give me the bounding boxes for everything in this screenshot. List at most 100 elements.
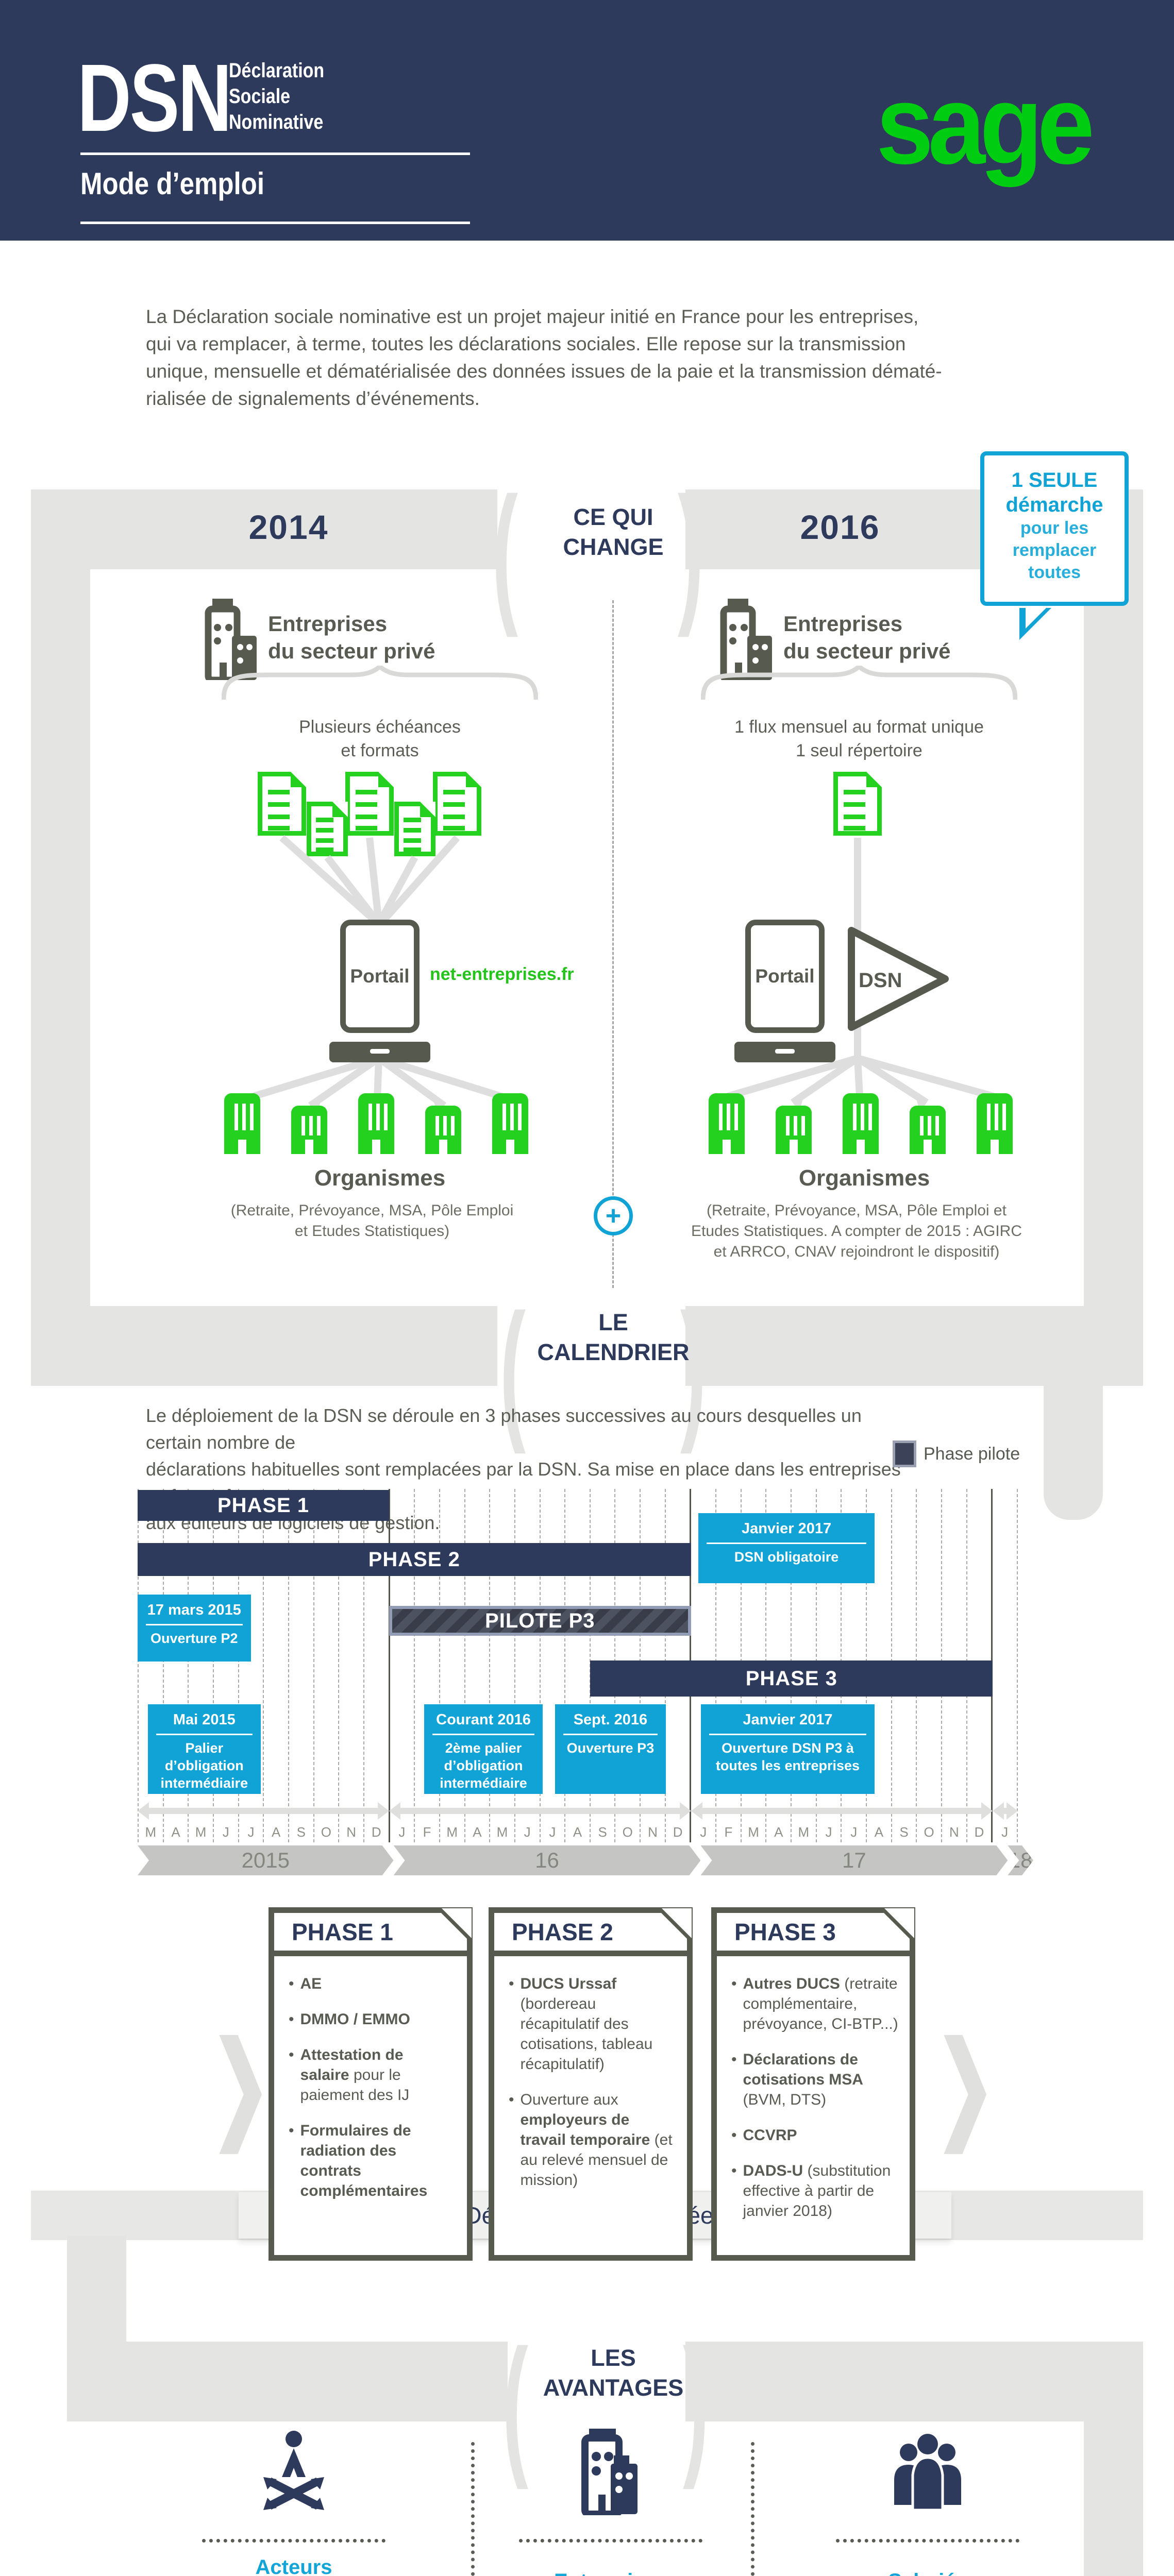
portal-label: Portail	[755, 965, 815, 987]
phase-box-title: PHASE 3	[717, 1913, 910, 1956]
month-letter: M	[446, 1824, 458, 1840]
year-chevron: 17	[700, 1845, 1008, 1875]
bubble-line: pour les	[1020, 518, 1089, 538]
legend-swatch	[893, 1440, 916, 1467]
phase2-box: PHASE 2 •DUCS Urssaf (bordereau récapitu…	[489, 1907, 693, 2261]
month-letter: O	[321, 1824, 332, 1840]
callout-label: Ouverture P3	[566, 1740, 655, 1756]
document-icon	[258, 772, 306, 836]
year-label: 16	[535, 1848, 559, 1872]
road-strip-right	[1084, 519, 1143, 1386]
section-title-line: LE	[598, 1309, 628, 1335]
entity-line: Entreprises	[268, 612, 388, 636]
section-title-calendrier: LE CALENDRIER	[510, 1308, 716, 1367]
phase-item: •CCVRP	[731, 2127, 797, 2144]
month-letter: M	[798, 1824, 810, 1840]
laptop-base	[734, 1042, 835, 1062]
month-letter: A	[271, 1824, 281, 1840]
phase-item: •Autres DUCS (retraite complémentaire, p…	[731, 1975, 898, 2032]
calendar-paragraph: Le déploiement de la DSN se déroule en 3…	[146, 1402, 919, 1536]
year-chevron: 16	[394, 1845, 701, 1875]
month-letter: M	[195, 1824, 207, 1840]
building-organisme-icon	[910, 1106, 946, 1154]
month-letter: D	[974, 1824, 984, 1840]
phase-box-title: PHASE 1	[274, 1913, 467, 1956]
gantt-month-cell: J	[388, 1489, 414, 1842]
flow-line: 1 seul répertoire	[796, 741, 923, 760]
organismes-label-left: Organismes	[314, 1165, 446, 1191]
bubble-line: 1 SEULE	[1011, 469, 1098, 492]
gantt-callout: Sept. 2016 Ouverture P3	[555, 1704, 666, 1794]
month-letter: A	[171, 1824, 180, 1840]
callout-separator	[707, 1543, 866, 1544]
dotted-rule	[836, 2539, 1019, 2543]
intro-line: rialisée de signalements d’événements.	[146, 388, 480, 409]
building-organisme-icon	[358, 1093, 394, 1154]
legend-label: Phase pilote	[924, 1444, 1020, 1464]
year-arrow-icon	[138, 1802, 389, 1820]
gantt-callout: Courant 2016 2ème palier d’obligation in…	[424, 1704, 543, 1794]
gantt-callout: Mai 2015 Palier d’obligation intermédiai…	[147, 1704, 261, 1794]
section-title-line: CE QUI	[573, 504, 653, 530]
dotted-rule	[202, 2539, 385, 2543]
column-title-entreprises: Entreprises	[497, 2568, 724, 2576]
organismes-label-right: Organismes	[798, 1165, 930, 1191]
year-2016-label: 2016	[800, 508, 880, 546]
month-letter: M	[748, 1824, 759, 1840]
laptop-icon: Portail	[340, 920, 420, 1033]
road-parenthesis-icon: (	[492, 465, 518, 638]
org-detail-line: (Retraite, Prévoyance, MSA, Pôle Emploi	[230, 1202, 514, 1219]
callout-separator	[709, 1734, 866, 1735]
phase1-box: PHASE 1 •AE •DMMO / EMMO •Attestation de…	[269, 1907, 473, 2261]
month-letter: J	[825, 1824, 832, 1840]
section-title-line: AVANTAGES	[543, 2375, 684, 2401]
dsn-logo: DSN	[77, 45, 232, 151]
intro-line: La Déclaration sociale nominative est un…	[146, 306, 919, 327]
callout-separator	[563, 1734, 658, 1735]
header-divider	[80, 222, 470, 224]
avantages-divider	[471, 2442, 475, 2576]
intro-paragraph: La Déclaration sociale nominative est un…	[146, 303, 1063, 412]
gantt-callout: Janvier 2017 Ouverture DSN P3 à toutes l…	[701, 1704, 875, 1794]
gantt-month-cell: O	[313, 1489, 339, 1842]
callout-separator	[156, 1734, 253, 1735]
month-letter: J	[222, 1824, 229, 1840]
plus-icon: +	[594, 1196, 633, 1235]
month-letter: A	[874, 1824, 884, 1840]
entity-label-right: Entreprises du secteur privé	[783, 610, 950, 665]
month-letter: A	[774, 1824, 783, 1840]
header-divider	[80, 152, 470, 155]
folded-corner-icon	[656, 1907, 693, 1944]
callout-date: Sept. 2016	[573, 1711, 648, 1728]
gantt-month-cell: J	[991, 1489, 1017, 1842]
folded-corner-icon	[878, 1907, 915, 1944]
callout-date: 17 mars 2015	[147, 1602, 241, 1618]
avantages-divider	[751, 2442, 754, 2576]
institution-icon	[242, 2428, 345, 2515]
callout-date: Janvier 2017	[743, 1711, 833, 1728]
phase1-items: •AE •DMMO / EMMO •Attestation de salaire…	[274, 1956, 467, 2201]
road-parenthesis-icon: (	[499, 1281, 526, 1454]
gantt-month-cell: M	[138, 1489, 163, 1842]
entity-label-left: Entreprises du secteur privé	[268, 610, 435, 665]
building-organisme-icon	[492, 1093, 528, 1154]
month-letter: F	[423, 1824, 431, 1840]
phase-item: •DMMO / EMMO	[289, 2011, 410, 2028]
month-letter: S	[598, 1824, 607, 1840]
phase-item: •Ouverture aux employeurs de travail tem…	[509, 2091, 673, 2189]
gantt-bar-phase3: PHASE 3	[590, 1660, 993, 1697]
phase-item: •Formulaires de radiation des contrats c…	[289, 2122, 428, 2199]
gantt-bar-phase1: PHASE 1	[138, 1490, 389, 1521]
month-letter: M	[496, 1824, 508, 1840]
month-letter: S	[899, 1824, 909, 1840]
gantt-month-cell: M	[489, 1489, 514, 1842]
company-icon	[559, 2428, 662, 2515]
road-parenthesis-icon: (	[502, 2317, 528, 2490]
gantt-month-cell: A	[162, 1489, 188, 1842]
flow-label-right: 1 flux mensuel au format unique 1 seul r…	[694, 715, 1024, 762]
phase3-box: PHASE 3 •Autres DUCS (retraite complémen…	[711, 1907, 915, 2261]
month-letter: J	[524, 1824, 531, 1840]
month-letter: J	[1001, 1824, 1009, 1840]
document-icon	[307, 802, 348, 856]
